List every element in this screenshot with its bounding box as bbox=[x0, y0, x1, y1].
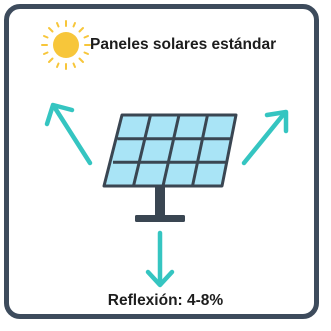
reflection-caption: Reflexión: 4-8% bbox=[107, 292, 224, 309]
arrow-down-icon bbox=[145, 230, 175, 288]
arrow-up-left-icon bbox=[44, 102, 93, 166]
sun-icon bbox=[41, 20, 91, 70]
solar-panel-icon bbox=[102, 113, 238, 222]
arrow-up-right-icon bbox=[241, 109, 289, 166]
diagram-title: Paneles solares estándar bbox=[90, 36, 277, 53]
